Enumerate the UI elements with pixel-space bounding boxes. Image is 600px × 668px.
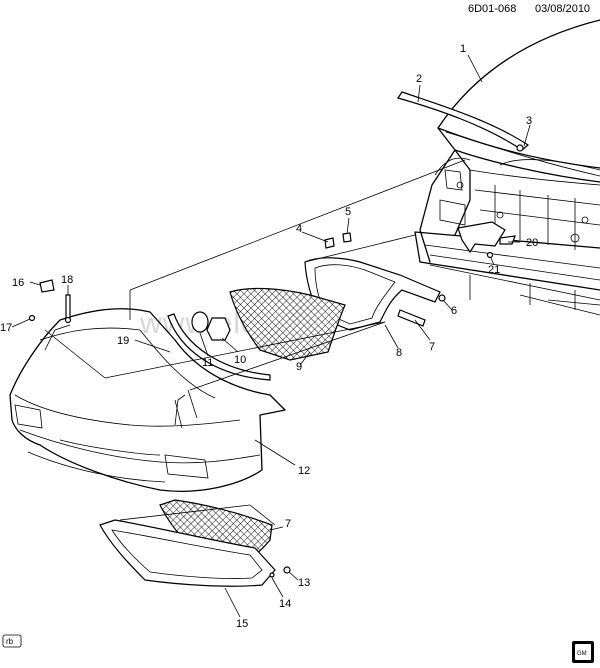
callout-13: 13 [298, 577, 310, 589]
emblem-ring [191, 311, 209, 333]
callout-16: 16 [12, 277, 24, 289]
bracket-20-tab [499, 235, 516, 245]
gm-logo-text: GM [577, 651, 587, 657]
hood-clip [516, 144, 524, 152]
callout-8: 8 [396, 347, 402, 359]
emblem [206, 317, 231, 341]
callout-11: 11 [202, 357, 213, 369]
bracket-20 [457, 221, 506, 254]
diagram-id: 6D01-068 [468, 3, 516, 15]
callout-20: 20 [526, 237, 538, 249]
callout-17: 17 [0, 322, 12, 334]
retainer-5 [342, 232, 352, 243]
callout-leaders [11, 54, 531, 618]
callouts: 1 2 3 4 5 6 7 8 9 10 11 12 13 14 15 16 1… [0, 43, 538, 630]
leader-lines [44, 159, 466, 526]
front-structure [414, 149, 600, 316]
callout-1: 1 [460, 43, 466, 55]
grille-bracket-7 [397, 309, 426, 327]
upper-grille-mesh [229, 287, 346, 361]
corner-tag-text: rb [6, 637, 14, 646]
diagram-date: 03/08/2010 [535, 3, 590, 15]
screw-17 [28, 314, 36, 322]
lower-grille-frame [99, 519, 276, 587]
callout-9: 9 [296, 361, 302, 373]
callout-4: 4 [296, 223, 302, 235]
callout-12: 12 [298, 465, 310, 477]
callout-18: 18 [61, 274, 73, 286]
callout-10: 10 [234, 354, 246, 366]
grille-moulding [167, 313, 271, 381]
callout-19: 19 [117, 335, 129, 347]
callout-3: 3 [526, 115, 532, 127]
callout-7: 7 [429, 341, 435, 353]
corner-tag: rb [2, 634, 22, 648]
callout-6: 6 [451, 305, 457, 317]
front-bumper-fascia [9, 308, 286, 492]
hood-seal-strip [397, 91, 530, 151]
clip-14 [269, 572, 275, 578]
callout-15: 15 [236, 618, 248, 630]
fastener-18 [65, 294, 71, 319]
callout-2: 2 [416, 73, 422, 85]
retainer-4 [324, 237, 335, 249]
gm-logo: GM [572, 641, 594, 663]
side-bracket-16 [39, 279, 55, 293]
nut-6 [438, 294, 446, 302]
callout-5: 5 [345, 206, 351, 218]
fastener-18-head [64, 316, 72, 324]
screw-13 [283, 566, 291, 574]
bolt-21 [486, 251, 494, 259]
callout-21: 21 [488, 264, 500, 276]
callout-7-lower: 7 [285, 518, 291, 530]
callout-14: 14 [279, 598, 291, 610]
